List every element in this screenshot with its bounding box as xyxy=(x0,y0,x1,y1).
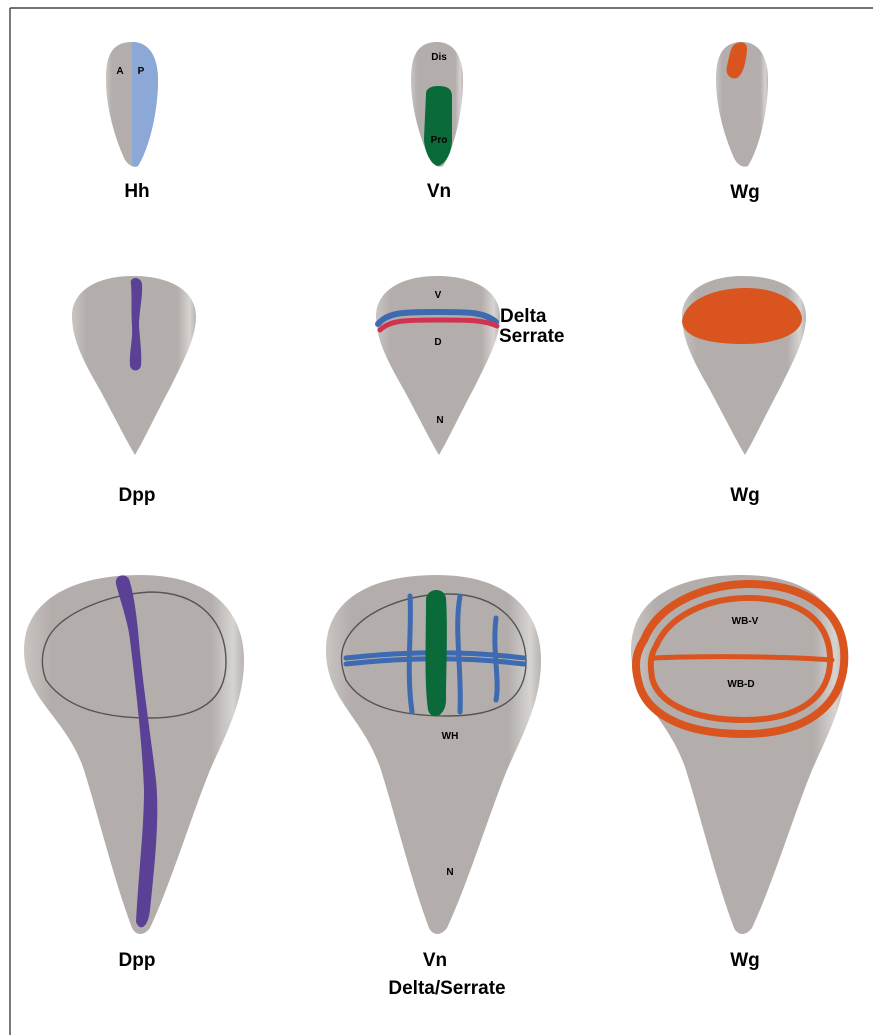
disc-wg-leg xyxy=(716,42,768,167)
caption-wg: Wg xyxy=(730,950,760,972)
region-label-wb-d: WB-D xyxy=(727,679,754,690)
caption-vn: Vn xyxy=(423,950,447,972)
caption-dpp: Dpp xyxy=(119,950,156,972)
region-label-v: V xyxy=(435,290,442,301)
region-label-n: N xyxy=(446,867,453,878)
disc-wg-wing xyxy=(682,276,806,455)
disc-delta-serrate xyxy=(376,276,500,455)
region-label-pro: Pro xyxy=(431,135,448,146)
vn-stripe xyxy=(426,590,447,716)
disc-hh-leg xyxy=(106,42,158,167)
vn-expression xyxy=(424,86,452,166)
caption-wg: Wg xyxy=(730,485,760,507)
disc-vn-delta-large xyxy=(326,575,541,934)
region-label-wb-v: WB-V xyxy=(732,616,759,627)
region-label-p: P xyxy=(138,66,145,77)
disc-dpp-wing xyxy=(72,276,196,455)
region-label-wh: WH xyxy=(442,731,459,742)
region-label-dis: Dis xyxy=(431,52,447,63)
caption-hh: Hh xyxy=(124,181,149,203)
posterior-region xyxy=(132,42,158,167)
region-label-n: N xyxy=(436,415,443,426)
region-label-d: D xyxy=(434,337,441,348)
caption-dpp: Dpp xyxy=(119,485,156,507)
caption-vn: Vn xyxy=(427,181,451,203)
disc-outline xyxy=(376,276,500,455)
caption-delta-serrate: Delta/Serrate xyxy=(388,978,505,1000)
disc-dpp-large xyxy=(24,575,244,934)
caption-wg: Wg xyxy=(730,182,760,204)
region-label-a: A xyxy=(116,66,123,77)
gene-label-delta: Delta xyxy=(500,306,546,327)
gene-label-serrate: Serrate xyxy=(499,326,565,347)
disc-wg-large xyxy=(631,575,846,934)
